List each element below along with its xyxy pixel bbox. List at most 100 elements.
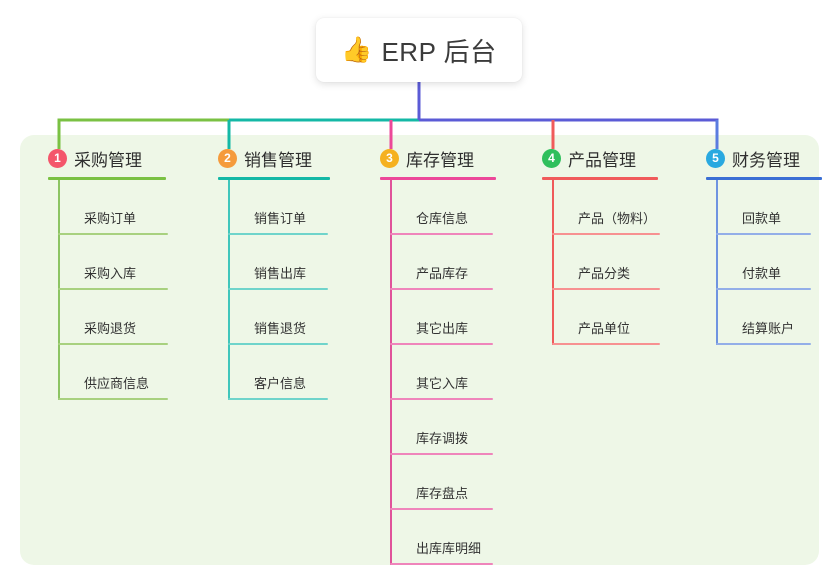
branch-item[interactable]: 产品分类 [552, 235, 699, 290]
branch-item-label: 回款单 [742, 211, 782, 226]
branch-item-rule [716, 288, 811, 290]
branch-header-rule-2 [218, 177, 330, 180]
branch-header-2[interactable]: 2 销售管理 [200, 146, 375, 170]
branch-column-3: 3 库存管理仓库信息产品库存其它出库其它入库库存调拨库存盘点出库库明细 [362, 146, 537, 565]
branch-badge-2: 2 [218, 148, 237, 168]
branch-item-label: 销售出库 [254, 266, 307, 281]
branch-header-4[interactable]: 4 产品管理 [524, 146, 699, 170]
branch-item[interactable]: 库存盘点 [390, 455, 537, 510]
branch-item[interactable]: 其它出库 [390, 290, 537, 345]
branch-item[interactable]: 付款单 [716, 235, 838, 290]
branch-header-3[interactable]: 3 库存管理 [362, 146, 537, 170]
branch-item-label: 采购订单 [84, 211, 137, 226]
branch-badge-1: 1 [48, 148, 67, 168]
branch-item-label: 供应商信息 [84, 376, 150, 391]
branch-title-5: 财务管理 [732, 150, 800, 170]
branch-column-4: 4 产品管理产品（物料） 产品分类产品单位 [524, 146, 699, 345]
branch-item-rule [390, 398, 493, 400]
branch-header-5[interactable]: 5 财务管理 [688, 146, 838, 170]
branch-item-label: 产品库存 [416, 266, 469, 281]
branch-item-label: 出库库明细 [416, 541, 482, 556]
branch-item[interactable]: 产品（物料） [552, 180, 699, 235]
branch-header-rule-3 [380, 177, 496, 180]
branch-items-5: 回款单付款单结算账户 [688, 180, 838, 345]
branch-column-1: 1 采购管理采购订单采购入库采购退货供应商信息 [30, 146, 205, 400]
branch-badge-3: 3 [380, 148, 399, 168]
branch-item-label: 产品分类 [578, 266, 631, 281]
branch-title-1: 采购管理 [74, 150, 142, 170]
branch-item[interactable]: 产品单位 [552, 290, 699, 345]
branch-header-rule-4 [542, 177, 658, 180]
branch-items-3: 仓库信息产品库存其它出库其它入库库存调拨库存盘点出库库明细 [362, 180, 537, 565]
branch-item-rule [390, 288, 493, 290]
branch-item[interactable]: 出库库明细 [390, 510, 537, 565]
branch-column-5: 5 财务管理回款单付款单结算账户 [688, 146, 838, 345]
diagram-panel [20, 135, 819, 565]
branch-item-label: 结算账户 [742, 321, 795, 336]
branch-item[interactable]: 采购订单 [58, 180, 205, 235]
thumbs-up-icon: 👍 [341, 35, 373, 64]
branch-column-2: 2 销售管理销售订单销售出库销售退货客户信息 [200, 146, 375, 400]
branch-item-rule [228, 343, 328, 345]
branch-item-rule [390, 508, 493, 510]
branch-item-label: 库存调拨 [416, 431, 469, 446]
branch-badge-4: 4 [542, 148, 561, 168]
branch-item-label: 销售退货 [254, 321, 307, 336]
branch-item-rule [390, 453, 493, 455]
branch-spine-3 [390, 180, 392, 565]
branch-item-label: 采购入库 [84, 266, 137, 281]
branch-item-rule [716, 233, 811, 235]
branch-item-rule [58, 398, 168, 400]
branch-item[interactable]: 销售退货 [228, 290, 375, 345]
branch-item[interactable]: 结算账户 [716, 290, 838, 345]
branch-badge-5: 5 [706, 148, 725, 168]
branch-item-label: 产品单位 [578, 321, 631, 336]
branch-items-2: 销售订单销售出库销售退货客户信息 [200, 180, 375, 400]
branch-title-4: 产品管理 [568, 150, 636, 170]
branch-item-rule [552, 288, 660, 290]
branch-item-label: 库存盘点 [416, 486, 469, 501]
branch-items-4: 产品（物料） 产品分类产品单位 [524, 180, 699, 345]
branch-item-label: 仓库信息 [416, 211, 469, 226]
branch-spine-1 [58, 180, 60, 400]
branch-item-rule [228, 233, 328, 235]
branch-item-rule [58, 288, 168, 290]
branch-item-label: 产品（物料） [578, 211, 657, 226]
branch-item[interactable]: 回款单 [716, 180, 838, 235]
branch-spine-2 [228, 180, 230, 400]
branch-item-label: 其它出库 [416, 321, 469, 336]
branch-title-2: 销售管理 [244, 150, 312, 170]
branch-item-rule [228, 288, 328, 290]
branch-item-rule [58, 343, 168, 345]
branch-item-rule [58, 233, 168, 235]
branch-item-rule [390, 343, 493, 345]
branch-item[interactable]: 采购退货 [58, 290, 205, 345]
root-node[interactable]: 👍 ERP 后台 [316, 18, 522, 82]
branch-item-rule [390, 563, 493, 565]
root-title: ERP 后台 [381, 36, 497, 67]
branch-item[interactable]: 产品库存 [390, 235, 537, 290]
branch-item[interactable]: 销售出库 [228, 235, 375, 290]
branch-item-label: 销售订单 [254, 211, 307, 226]
branch-item-label: 付款单 [742, 266, 782, 281]
branch-spine-4 [552, 180, 554, 345]
branch-item-rule [552, 233, 660, 235]
branch-item[interactable]: 销售订单 [228, 180, 375, 235]
branch-item-label: 采购退货 [84, 321, 137, 336]
branch-item-label: 其它入库 [416, 376, 469, 391]
branch-item-rule [228, 398, 328, 400]
branch-item[interactable]: 供应商信息 [58, 345, 205, 400]
branch-item[interactable]: 其它入库 [390, 345, 537, 400]
branch-item-rule [552, 343, 660, 345]
branch-title-3: 库存管理 [406, 150, 474, 170]
branch-header-1[interactable]: 1 采购管理 [30, 146, 205, 170]
branch-item[interactable]: 库存调拨 [390, 400, 537, 455]
branch-items-1: 采购订单采购入库采购退货供应商信息 [30, 180, 205, 400]
branch-item-label: 客户信息 [254, 376, 307, 391]
branch-item[interactable]: 仓库信息 [390, 180, 537, 235]
branch-item[interactable]: 采购入库 [58, 235, 205, 290]
branch-item[interactable]: 客户信息 [228, 345, 375, 400]
branch-header-rule-5 [706, 177, 822, 180]
branch-header-rule-1 [48, 177, 166, 180]
